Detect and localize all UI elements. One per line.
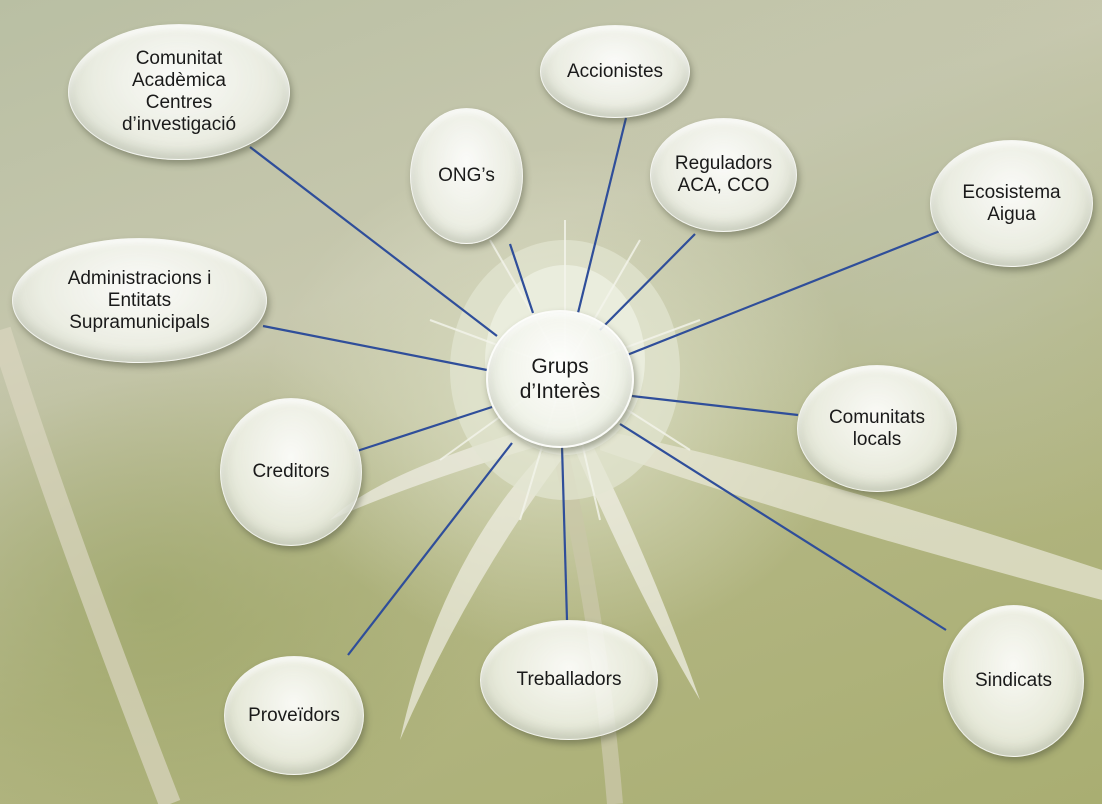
node-comunitat-academica: Comunitat Acadèmica Centres d’investigac…	[68, 24, 290, 160]
node-label: Comunitats locals	[828, 406, 926, 450]
connector-ongs	[508, 243, 535, 314]
connector-comunitat	[249, 146, 498, 337]
node-label: Accionistes	[566, 60, 664, 82]
node-label: Proveïdors	[248, 704, 340, 726]
node-label: Treballadors	[516, 669, 622, 690]
node-sindicats: Sindicats	[943, 605, 1084, 757]
connector-accionistes	[576, 117, 628, 314]
center-node-grups-interes: Grups d’Interès	[486, 310, 634, 448]
node-label: ONG’s	[438, 165, 495, 186]
connector-reguladors	[599, 233, 696, 331]
node-creditors: Creditors	[220, 398, 362, 546]
connector-proveidors	[347, 442, 513, 656]
node-label: Comunitat Acadèmica Centres d’investigac…	[121, 48, 237, 135]
node-treballadors: Treballadors	[480, 620, 658, 740]
node-label: Sindicats	[974, 670, 1053, 691]
node-label: Ecosistema Aigua	[962, 181, 1061, 225]
node-proveidors: Proveïdors	[224, 656, 364, 775]
connector-administracions	[262, 324, 488, 372]
connector-sindicats	[619, 423, 947, 631]
node-reguladors: Reguladors ACA, CCO	[650, 118, 797, 232]
connector-creditors	[356, 405, 493, 453]
node-label: Administracions i Entitats Supramunicipa…	[67, 267, 212, 333]
connector-treballadors	[560, 445, 569, 621]
node-label: Reguladors ACA, CCO	[674, 153, 773, 196]
node-accionistes: Accionistes	[540, 25, 690, 118]
node-comunitats-locals: Comunitats locals	[797, 365, 957, 492]
connector-comunitats-locals	[631, 394, 799, 417]
node-label: Creditors	[252, 461, 330, 482]
center-node-label: Grups d’Interès	[519, 355, 601, 403]
connector-ecosistema	[626, 229, 941, 357]
node-administracions: Administracions i Entitats Supramunicipa…	[12, 238, 267, 363]
node-ongs: ONG’s	[410, 108, 523, 244]
node-ecosistema-aigua: Ecosistema Aigua	[930, 140, 1093, 267]
